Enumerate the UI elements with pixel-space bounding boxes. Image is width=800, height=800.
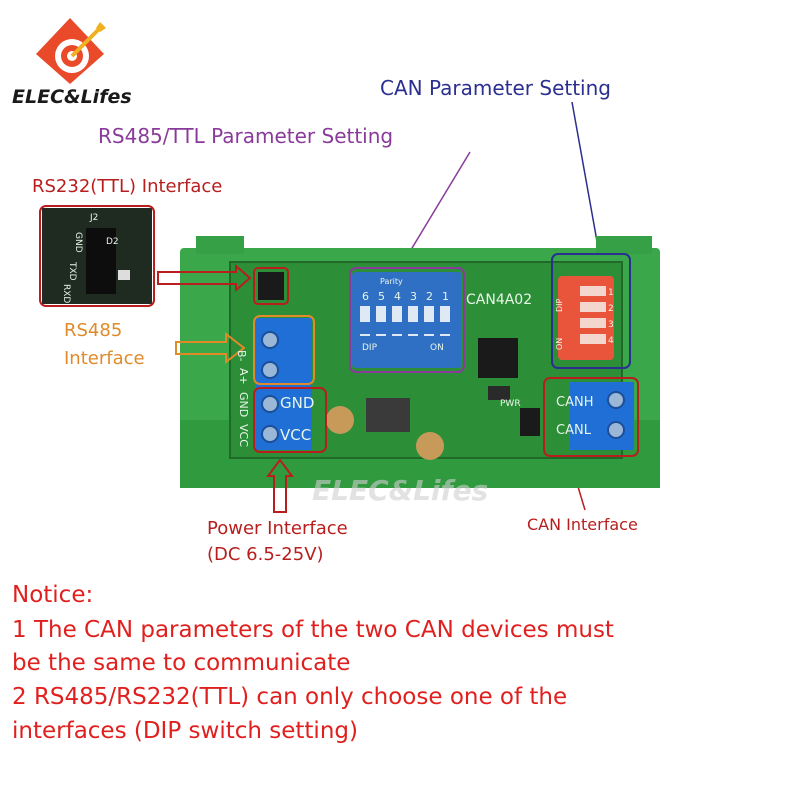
rs232-interface-label: RS232(TTL) Interface (32, 176, 223, 197)
dip-blue-num: 5 (378, 290, 385, 303)
terminal-gnd: GND (237, 392, 250, 417)
notice-title: Notice: (12, 582, 94, 608)
watermark-text: ELEC&Lifes (312, 474, 488, 507)
brand-logo-icon (36, 18, 106, 84)
notice-line-1b: be the same to communicate (12, 650, 351, 676)
dip-blue-num: 3 (410, 290, 417, 303)
can-terminal-canh: CANH (556, 395, 593, 410)
header-pin-txd: TXD (67, 261, 77, 281)
power-interface-label-line1: Power Interface (207, 518, 348, 539)
notice-line-2b: interfaces (DIP switch setting) (12, 718, 358, 744)
can-setting-pointer-line (571, 101, 601, 259)
can-interface-label: CAN Interface (527, 515, 638, 534)
pcb-board-illustration: CAN4A02 PWR J2 D2 GND TXD RXD B- A+ GND … (39, 101, 660, 513)
dip-blue-num: 2 (426, 290, 433, 303)
rs485-parameter-setting-label: RS485/TTL Parameter Setting (98, 124, 394, 148)
dip-red-num: 3 (608, 320, 614, 330)
dip-red-label-on: ON (555, 338, 564, 350)
dip-red-num: 1 (608, 288, 614, 298)
capacitor (326, 406, 354, 434)
can-terminal-canl: CANL (556, 423, 592, 438)
dip-blue-label-dip: DIP (362, 343, 378, 353)
rs485-interface-label-line2: Interface (64, 348, 145, 369)
overlay-gnd: GND (280, 394, 314, 412)
dip-blue-top-label: Parity (380, 277, 403, 286)
dip-blue-num: 4 (394, 290, 401, 303)
overlay-vcc: VCC (280, 426, 311, 444)
notice-line-2a: 2 RS485/RS232(TTL) can only choose one o… (12, 684, 568, 710)
board-pwr-text: PWR (500, 399, 521, 409)
can-terminal-block (570, 382, 634, 450)
dip-blue-num: 6 (362, 290, 369, 303)
header-pin-gnd: GND (73, 232, 83, 253)
dip-red-num: 4 (608, 336, 614, 346)
terminal-vcc: VCC (237, 424, 250, 447)
dip-blue-num: 1 (442, 290, 449, 303)
header-j2-text: J2 (89, 213, 98, 223)
mcu-chip (478, 338, 518, 378)
board-model-text: CAN4A02 (466, 292, 532, 308)
header-pins (258, 272, 284, 300)
terminal-b-minus: B- (235, 350, 248, 362)
brand-name: ELEC&Lifes (12, 86, 132, 108)
notice-line-1a: 1 The CAN parameters of the two CAN devi… (12, 617, 614, 643)
header-d2-text: D2 (106, 237, 119, 247)
capacitor (416, 432, 444, 460)
rs485-interface-label-line1: RS485 (64, 320, 123, 341)
dip-red-label-dip: DIP (555, 298, 564, 312)
blue-dip-switch (352, 272, 462, 368)
header-pin-rxd: RXD (61, 284, 71, 303)
dip-blue-label-on: ON (430, 343, 444, 353)
dip-red-num: 2 (608, 304, 614, 314)
power-interface-label-line2: (DC 6.5-25V) (207, 544, 324, 565)
terminal-a-plus: A+ (237, 368, 250, 385)
can-parameter-setting-label: CAN Parameter Setting (380, 76, 611, 100)
